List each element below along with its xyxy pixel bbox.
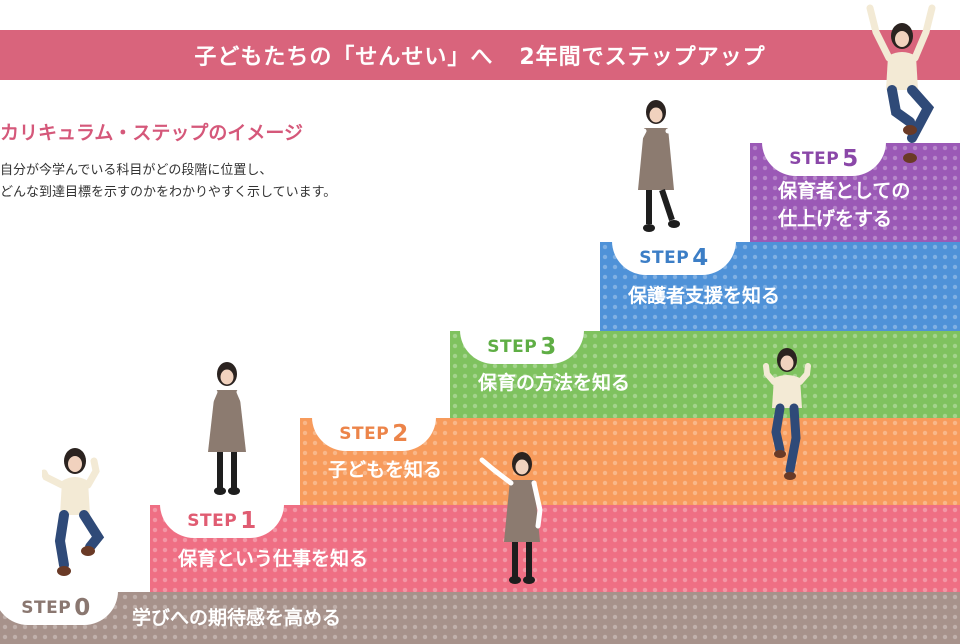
step-3-goal: 保育の方法を知る — [478, 372, 631, 394]
step-5-tag: STEP — [789, 149, 840, 169]
step-2-tag: STEP — [339, 424, 390, 444]
curriculum-subtitle: カリキュラム・ステップのイメージ — [0, 122, 304, 144]
step-0-goal: 学びへの期待感を高める — [132, 607, 342, 629]
header-banner: 子どもたちの「せんせい」へ 2年間でステップアップ — [0, 30, 960, 80]
person-waving-figure — [205, 362, 249, 495]
step-2-goal: 子どもを知る — [328, 459, 443, 481]
person-arms-up-figure — [866, 4, 936, 163]
description-line-2: どんな到達目標を示すのかをわかりやすく示しています。 — [0, 185, 337, 200]
header-title-gap — [493, 43, 519, 68]
header-title-part1: 子どもたちの「せんせい」へ — [194, 45, 494, 70]
step-2-number: 2 — [392, 421, 409, 447]
description-line-1: 自分が今学んでいる科目がどの段階に位置し、 — [0, 163, 273, 178]
step-4-tag: STEP — [639, 248, 690, 268]
person-posing-figure — [631, 99, 707, 232]
step-0-tag: STEP — [21, 598, 72, 618]
step-1-number: 1 — [240, 508, 257, 534]
header-title-part2: 2年間でステップアップ — [519, 45, 766, 70]
step-5-goal: 保育者としての 仕上げをする — [778, 177, 910, 233]
step-1-goal: 保育という仕事を知る — [178, 548, 369, 570]
person-cheering-figure — [763, 348, 811, 480]
curriculum-description: 自分が今学んでいる科目がどの段階に位置し、 どんな到達目標を示すのかをわかりやす… — [0, 160, 336, 204]
step-0-number: 0 — [74, 595, 91, 621]
person-jumping-figure — [42, 448, 105, 576]
person-pointing-figure — [479, 452, 543, 584]
step-1-tag: STEP — [187, 511, 238, 531]
step-5-goal-line-2: 仕上げをする — [778, 208, 893, 230]
step-3-number: 3 — [540, 334, 557, 360]
step-5-goal-line-1: 保育者としての — [778, 180, 911, 202]
step-4-goal: 保護者支援を知る — [628, 285, 781, 307]
step-5-number: 5 — [842, 146, 859, 172]
step-4-number: 4 — [692, 245, 709, 271]
step-3-tag: STEP — [487, 337, 538, 357]
